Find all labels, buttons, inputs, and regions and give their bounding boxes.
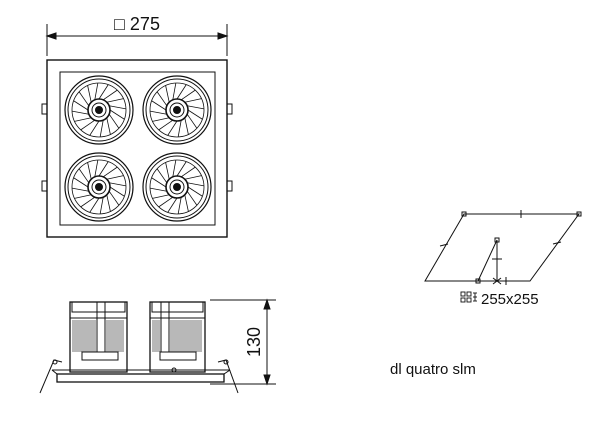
width-dimension: □ 275 bbox=[45, 14, 229, 56]
housing-outer-frame bbox=[46, 59, 228, 238]
lens-3 bbox=[64, 152, 134, 222]
height-dimension: 130 bbox=[210, 298, 276, 386]
lens-4 bbox=[142, 152, 212, 222]
ceiling-cutout-outline bbox=[424, 213, 580, 282]
housing-inner-frame bbox=[59, 71, 216, 226]
lens-array bbox=[64, 75, 212, 222]
heatsink-module-left bbox=[69, 301, 128, 373]
width-dimension-label: □ 275 bbox=[114, 14, 160, 34]
lens-2 bbox=[142, 75, 212, 145]
heatsink-module-right bbox=[149, 301, 206, 373]
cutout-schematic: 255x255 bbox=[424, 210, 582, 308]
trim-plate bbox=[56, 373, 225, 383]
spring-right bbox=[217, 359, 239, 394]
lens-1 bbox=[64, 75, 134, 145]
cutout-symbol-icon bbox=[460, 291, 477, 303]
spring-left bbox=[39, 359, 63, 394]
mounting-clips bbox=[41, 103, 233, 192]
product-name: dl quatro slm bbox=[390, 361, 476, 378]
height-dimension-label: 130 bbox=[244, 327, 264, 357]
side-view: 130 bbox=[39, 298, 276, 394]
top-view: □ 275 bbox=[41, 14, 233, 238]
cutout-size-label: 255x255 bbox=[481, 291, 539, 308]
